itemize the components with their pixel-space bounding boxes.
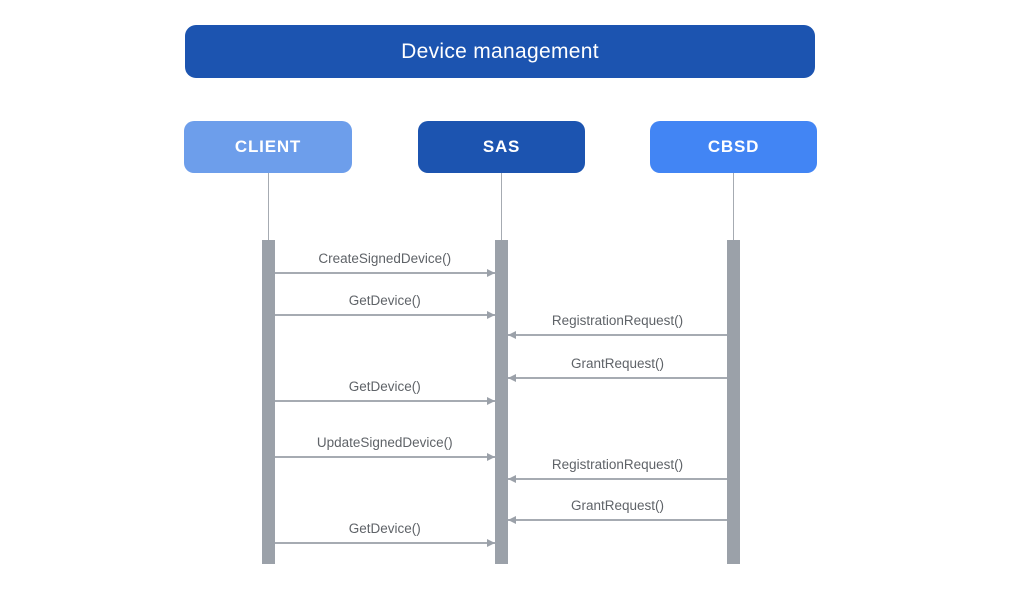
message-arrowhead <box>487 268 495 277</box>
actor-box-client: CLIENT <box>184 121 352 173</box>
message-label: GrantRequest() <box>570 356 665 371</box>
message-arrowhead <box>487 396 495 405</box>
message-label: GrantRequest() <box>570 498 665 513</box>
message-arrowhead <box>508 515 516 524</box>
message-label: GetDevice() <box>348 379 421 394</box>
diagram-title: Device management <box>401 39 599 63</box>
activation-bar-client <box>261 240 275 564</box>
lifeline-client <box>267 173 269 240</box>
message-arrowhead <box>508 373 516 382</box>
message-arrowhead <box>487 538 495 547</box>
message-arrowhead <box>487 310 495 319</box>
message-label: GetDevice() <box>348 293 421 308</box>
message-arrowhead <box>508 330 516 339</box>
actor-label-client: CLIENT <box>234 137 302 156</box>
actor-label-sas: SAS <box>482 137 521 156</box>
message-arrow-line <box>274 272 495 274</box>
activation-bar-sas <box>495 240 508 564</box>
message-label: RegistrationRequest() <box>551 457 684 472</box>
message-arrow-line <box>274 314 495 316</box>
message-arrowhead <box>508 474 516 483</box>
activation-bar-cbsd <box>727 240 740 564</box>
message-label: GetDevice() <box>348 521 421 536</box>
message-arrow-line <box>274 542 495 544</box>
message-label: UpdateSignedDevice() <box>316 435 453 450</box>
message-arrowhead <box>487 452 495 461</box>
message-arrow-line <box>508 519 727 521</box>
lifeline-sas <box>501 173 502 240</box>
message-arrow-line <box>274 456 495 458</box>
actor-box-sas: SAS <box>418 121 585 173</box>
diagram-title-banner: Device management <box>185 25 815 78</box>
actor-label-cbsd: CBSD <box>707 137 760 156</box>
message-arrow-line <box>508 334 727 336</box>
message-label: CreateSignedDevice() <box>318 251 452 266</box>
message-arrow-line <box>508 377 727 379</box>
message-label: RegistrationRequest() <box>551 313 684 328</box>
message-arrow-line <box>508 478 727 480</box>
actor-box-cbsd: CBSD <box>650 121 817 173</box>
lifeline-cbsd <box>733 173 734 240</box>
message-arrow-line <box>274 400 495 402</box>
